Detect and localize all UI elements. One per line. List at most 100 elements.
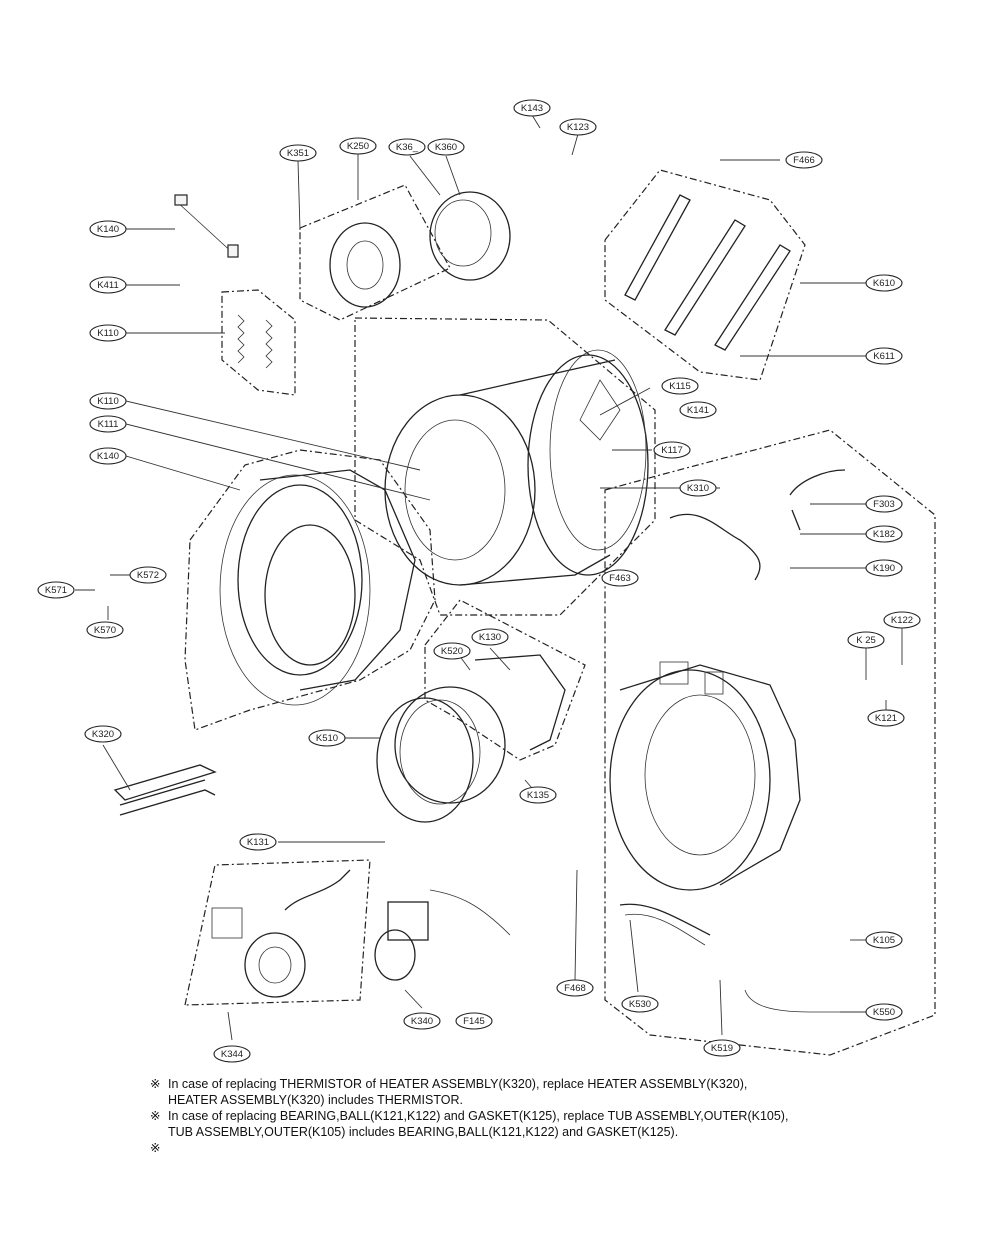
callout-text: K115	[669, 381, 690, 392]
note-1-line-2: HEATER ASSEMBLY(K320) includes THERMISTO…	[150, 1092, 970, 1108]
callout-k115: K115	[661, 377, 699, 395]
callout-text: F145	[463, 1016, 485, 1027]
pulley-part	[329, 191, 511, 308]
callout-text: K110	[97, 328, 118, 339]
callout-k110b: K110	[89, 392, 127, 410]
callout-oval	[519, 786, 557, 804]
callout-oval	[653, 441, 691, 459]
callout-oval	[89, 392, 127, 410]
callout-oval	[471, 628, 509, 646]
callout-text: K121	[875, 713, 897, 724]
callout-oval	[865, 347, 903, 365]
callout-oval	[785, 151, 823, 169]
note-2-text-cont: TUB ASSEMBLY,OUTER(K105) includes BEARIN…	[168, 1125, 679, 1139]
note-mark: ※	[150, 1077, 161, 1091]
callout-oval	[89, 276, 127, 294]
callout-oval	[308, 729, 346, 747]
callout-k510: K510	[308, 729, 346, 747]
note-2-line-1: ※In case of replacing BEARING,BALL(K121,…	[150, 1108, 970, 1124]
callout-oval	[865, 559, 903, 577]
leader-lines	[75, 114, 903, 1041]
callout-k182: K182	[865, 525, 903, 543]
callout-f468: F468	[556, 979, 594, 997]
pump-part	[211, 869, 351, 998]
callout-k140b: K140	[89, 447, 127, 465]
callout-text: K131	[247, 837, 269, 848]
callout-k122: K122	[883, 611, 921, 629]
callout-text: K530	[629, 999, 651, 1010]
callout-oval	[703, 1039, 741, 1057]
callout-k571: K571	[37, 581, 75, 599]
callout-k361: K36_	[388, 138, 426, 156]
callout-k190: K190	[865, 559, 903, 577]
callout-oval	[847, 631, 885, 649]
callout-oval	[559, 118, 597, 136]
callout-text: F303	[873, 499, 895, 510]
front-tub-part	[219, 469, 416, 706]
callout-oval	[865, 931, 903, 949]
callout-text: K140	[97, 224, 119, 235]
callout-k344: K344	[213, 1045, 251, 1063]
drain-hose-part	[619, 469, 846, 946]
callout-oval	[679, 479, 717, 497]
door-gasket-part	[376, 654, 566, 823]
callout-k320: K320	[84, 725, 122, 743]
callout-text: K 25	[856, 635, 876, 646]
callout-text: K611	[873, 351, 894, 362]
callout-k360: K360	[427, 138, 465, 156]
callout-k111: K111	[89, 415, 127, 433]
drum-part	[384, 349, 649, 586]
callout-f145: F145	[455, 1012, 493, 1030]
callout-k143: K143	[513, 99, 551, 117]
callout-oval	[865, 495, 903, 513]
callout-text: K360	[435, 142, 457, 153]
callout-k411: K411	[89, 276, 127, 294]
callout-text: K520	[441, 646, 463, 657]
callout-f466: F466	[785, 151, 823, 169]
callout-k550: K550	[865, 1003, 903, 1021]
callout-k135: K135	[519, 786, 557, 804]
motor-part	[374, 889, 511, 981]
note-mark: ※	[150, 1141, 161, 1155]
callout-k340: K340	[403, 1012, 441, 1030]
callout-text: K411	[97, 280, 118, 291]
callout-text: F463	[609, 573, 631, 584]
callout-text: K344	[221, 1049, 243, 1060]
callout-oval	[865, 525, 903, 543]
callout-oval	[427, 138, 465, 156]
callout-k140a: K140	[89, 220, 127, 238]
callout-text: K190	[873, 563, 895, 574]
spring-parts	[237, 314, 273, 369]
damper-parts	[624, 194, 791, 351]
callout-text: K610	[873, 278, 895, 289]
note-1-line-1: ※In case of replacing THERMISTOR of HEAT…	[150, 1076, 970, 1092]
callout-text: K140	[97, 451, 119, 462]
sensor-wire-part	[174, 194, 840, 1013]
callout-labels: K143K123K36_K360K250K351F466K140K411K110…	[37, 99, 921, 1063]
callout-k125: K 25	[847, 631, 885, 649]
callout-oval	[86, 621, 124, 639]
callout-k572: K572	[129, 566, 167, 584]
callout-k250: K250	[339, 137, 377, 155]
callout-text: K571	[45, 585, 67, 596]
callout-oval	[865, 1003, 903, 1021]
callout-oval	[556, 979, 594, 997]
callout-oval	[403, 1012, 441, 1030]
callout-oval	[865, 274, 903, 292]
callout-k351: K351	[279, 144, 317, 162]
callout-oval	[679, 401, 717, 419]
callout-text: K550	[873, 1007, 895, 1018]
callout-text: K310	[687, 483, 709, 494]
callout-text: K135	[527, 790, 549, 801]
callout-text: K110	[97, 396, 118, 407]
callout-text: K182	[873, 529, 895, 540]
callout-k530: K530	[621, 995, 659, 1013]
callout-k131: K131	[239, 833, 277, 851]
callout-oval	[339, 137, 377, 155]
callout-oval	[867, 709, 905, 727]
callout-oval	[89, 220, 127, 238]
note-3-line: ※	[150, 1140, 970, 1156]
callout-text: K572	[137, 570, 159, 581]
callout-oval	[513, 99, 551, 117]
